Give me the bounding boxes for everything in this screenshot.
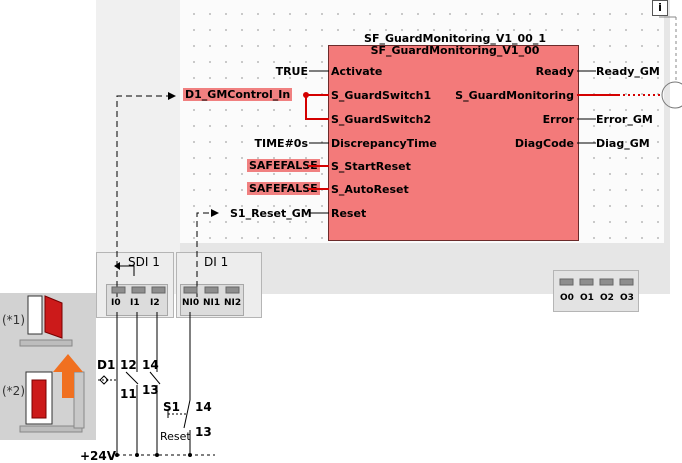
label-d1-14: 14 [142, 358, 159, 372]
di-module-title: DI 1 [204, 255, 229, 269]
close-door-arrow [53, 354, 83, 398]
pin-s-startreset: S_StartReset [331, 160, 411, 173]
pin-error: Error [542, 113, 574, 126]
mapping-di-to-reset [196, 209, 219, 297]
var-diag-gm: Diag_GM [596, 137, 650, 150]
var-ready-gm: Ready_GM [596, 65, 660, 78]
terminal-o2 [599, 278, 614, 286]
terminal-i1 [131, 286, 146, 294]
var-d1-gmcontrol-in[interactable]: D1_GMControl_In [183, 88, 293, 101]
terminal-label-i1: I1 [130, 298, 140, 308]
pin-s-autoreset: S_AutoReset [331, 183, 409, 196]
door-open-illustration [19, 295, 73, 347]
d1-switch-symbol [98, 371, 161, 385]
var-s1-reset-gm: S1_Reset_GM [230, 207, 312, 220]
label-d1: D1 [97, 358, 116, 372]
terminal-label-o1: O1 [580, 293, 594, 303]
terminal-i0 [111, 286, 126, 294]
wire-junction [303, 92, 309, 98]
label-s1: S1 [163, 400, 180, 414]
wire-guardswitch2 [305, 95, 329, 120]
label-s1-14: 14 [195, 400, 212, 414]
fb-instance-name: SF_GuardMonitoring_V1_00_1 [364, 32, 546, 45]
terminal-ni2 [225, 286, 240, 294]
terminal-label-o2: O2 [600, 293, 614, 303]
terminal-label-i2: I2 [150, 298, 160, 308]
pin-s-guardswitch2: S_GuardSwitch2 [331, 113, 432, 126]
var-true: TRUE [275, 65, 308, 78]
var-error-gm: Error_GM [596, 113, 653, 126]
terminal-label-i0: I0 [111, 298, 121, 308]
pin-s-guardmonitoring: S_GuardMonitoring [455, 89, 574, 102]
fb-type-name: SF_GuardMonitoring_V1_00 [370, 44, 540, 57]
pin-diagcode: DiagCode [514, 137, 574, 150]
terminal-label-ni0: NI0 [182, 298, 200, 308]
label-s1-reset: Reset [160, 430, 191, 443]
terminal-label-ni1: NI1 [203, 298, 221, 308]
label-d1-13: 13 [142, 383, 159, 397]
door-closed-illustration [19, 371, 85, 433]
var-safefalse-startreset[interactable]: SAFEFALSE [247, 159, 320, 172]
pin-activate: Activate [331, 65, 383, 78]
var-safefalse-autoreset[interactable]: SAFEFALSE [247, 182, 320, 195]
label-d1-11: 11 [120, 387, 137, 401]
terminal-label-ni2: NI2 [224, 298, 242, 308]
terminal-i2 [151, 286, 166, 294]
output-connector-circle [661, 81, 682, 109]
terminal-label-o3: O3 [620, 293, 634, 303]
terminal-o0 [559, 278, 574, 286]
terminals [111, 278, 634, 294]
sdi-internal-arrow [118, 265, 135, 276]
label-s1-13: 13 [195, 425, 212, 439]
var-time-0s: TIME#0s [254, 137, 308, 150]
mapping-sdi-to-guardswitch [116, 92, 176, 297]
function-block[interactable] [328, 45, 579, 241]
frame-left-shade [96, 0, 180, 294]
pin-discrepancytime: DiscrepancyTime [331, 137, 437, 150]
label-supply: +24V [80, 449, 117, 463]
label-d1-12: 12 [120, 358, 137, 372]
pin-ready: Ready [535, 65, 574, 78]
sdi-module-title: SDI 1 [128, 255, 160, 269]
pin-s-guardswitch1: S_GuardSwitch1 [331, 89, 432, 102]
s1-pushbutton-symbol [167, 399, 191, 429]
terminal-o1 [579, 278, 594, 286]
terminal-ni0 [183, 286, 198, 294]
note-1: (*1) [2, 313, 25, 327]
terminal-o3 [619, 278, 634, 286]
do-module[interactable] [553, 270, 639, 312]
terminal-ni1 [204, 286, 219, 294]
terminal-label-o0: O0 [560, 293, 574, 303]
info-icon[interactable]: i [652, 0, 668, 16]
note-2: (*2) [2, 384, 25, 398]
pin-reset: Reset [331, 207, 367, 220]
